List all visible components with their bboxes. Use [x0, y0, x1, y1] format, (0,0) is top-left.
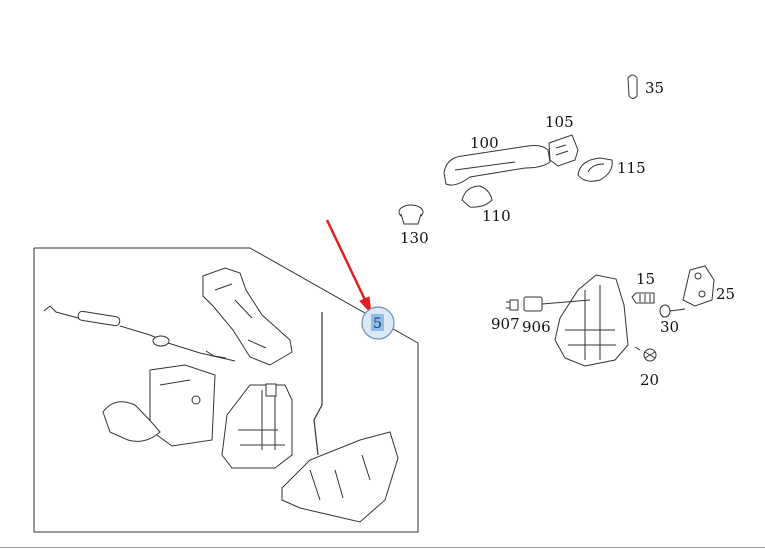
label-110: 110: [482, 207, 511, 225]
striker-25: [682, 265, 715, 307]
screw-20: [634, 346, 657, 362]
lock-mechanism: [221, 383, 293, 469]
handle-bracket: [102, 364, 216, 447]
pointer-arrow: [325, 219, 372, 315]
handle-seal: [461, 185, 493, 208]
handle-cap: [548, 134, 579, 167]
label-906: 906: [522, 318, 551, 336]
lock-cover: [202, 267, 293, 366]
outer-handle: [443, 145, 551, 186]
label-35: 35: [645, 79, 664, 97]
callout-number: 5: [373, 316, 382, 332]
cable-assembly: [43, 305, 236, 362]
lower-carrier: [281, 431, 399, 523]
label-105: 105: [545, 113, 574, 131]
label-20: 20: [640, 371, 659, 389]
linkage-rod: [313, 312, 323, 456]
plug-35: [627, 74, 638, 99]
door-lock: [554, 274, 629, 367]
label-15: 15: [636, 270, 655, 288]
label-25: 25: [716, 285, 735, 303]
assembly-inset-frame: [33, 247, 419, 533]
grommet-130: [398, 204, 424, 225]
screw-30: [659, 304, 686, 318]
bolt-15: [631, 292, 655, 304]
handle-gasket: [577, 157, 613, 182]
label-907: 907: [491, 315, 520, 333]
callout-5[interactable]: 5: [361, 306, 395, 340]
pin-907: [506, 299, 519, 311]
label-100: 100: [470, 134, 499, 152]
label-30: 30: [660, 318, 679, 336]
connector-906: [523, 296, 591, 312]
bottom-divider: [0, 547, 765, 548]
label-115: 115: [617, 159, 646, 177]
label-130: 130: [400, 229, 429, 247]
